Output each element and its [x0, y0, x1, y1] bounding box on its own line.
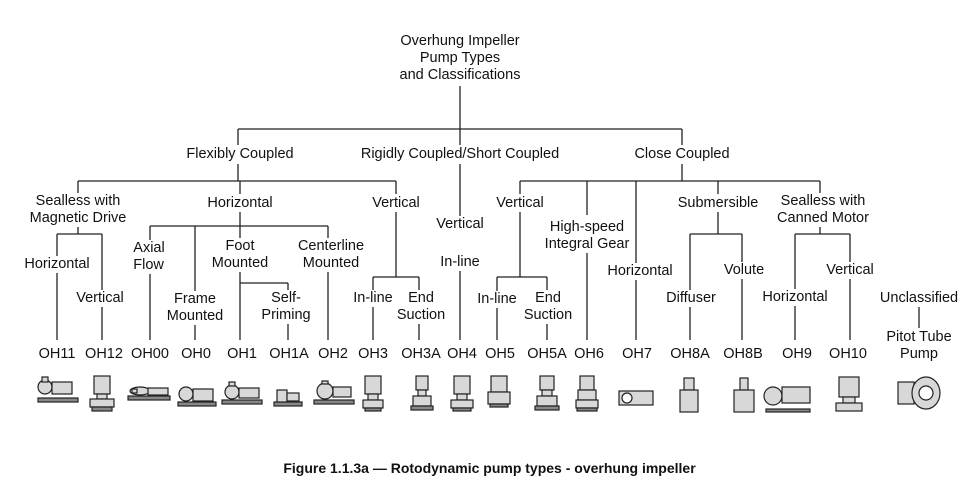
frame-mounted-line2: Mounted	[166, 308, 224, 324]
foot-mounted-line2: Mounted	[211, 255, 269, 271]
code-oh10: OH10	[829, 346, 867, 362]
leaf-foot-mounted: Foot Mounted	[210, 238, 270, 272]
subgroup-high-speed: High-speed Integral Gear	[543, 219, 631, 253]
pump-oh4-icon	[450, 375, 474, 412]
pump-oh10-icon	[835, 376, 863, 412]
code-oh11: OH11	[38, 346, 76, 362]
pump-oh0-icon	[177, 386, 217, 407]
code-oh8b: OH8B	[723, 346, 763, 362]
sealless-canned-line2: Canned Motor	[777, 210, 869, 226]
vclose-end-suction-line1: End	[535, 290, 561, 306]
leaf-mag-horizontal: Horizontal	[23, 256, 91, 273]
pump-oh6-icon	[575, 375, 599, 412]
frame-mounted-line1: Frame	[174, 291, 216, 307]
leaf-centerline-mounted: Centerline Mounted	[296, 238, 366, 272]
vertical-inline-line1: Vertical	[436, 216, 484, 232]
centerline-mounted-line1: Centerline	[297, 238, 365, 254]
leaf-axial-flow: Axial Flow	[132, 240, 166, 274]
pump-oh5-icon	[487, 375, 511, 408]
pump-oh1-icon	[221, 381, 263, 405]
pump-oh2-icon	[313, 380, 355, 405]
vflex-end-suction-line1: End	[408, 290, 434, 306]
foot-mounted-line1: Foot	[225, 238, 255, 254]
code-oh2: OH2	[318, 346, 348, 362]
code-oh00: OH00	[131, 346, 169, 362]
leaf-unclassified: Unclassified	[878, 290, 960, 307]
leaf-mag-vertical: Vertical	[75, 290, 125, 307]
code-oh5: OH5	[485, 346, 515, 362]
leaf-self-priming: Self- Priming	[260, 290, 312, 324]
root-title-line1: Overhung Impeller	[400, 33, 520, 49]
vflex-end-suction-line2: Suction	[396, 307, 446, 323]
leaf-vclose-end-suction: End Suction	[522, 290, 574, 324]
root-title: Overhung Impeller Pump Types and Classif…	[398, 33, 522, 84]
code-oh8a: OH8A	[670, 346, 710, 362]
code-oh3: OH3	[358, 346, 388, 362]
group-flexibly-coupled: Flexibly Coupled	[185, 146, 295, 163]
subgroup-horizontal: Horizontal	[206, 195, 274, 212]
leaf-volute: Volute	[722, 262, 766, 279]
leaf-close-horizontal: Horizontal	[606, 263, 674, 280]
group-close-coupled: Close Coupled	[633, 146, 731, 163]
code-oh1: OH1	[227, 346, 257, 362]
code-oh1a: OH1A	[269, 346, 309, 362]
axial-flow-line2: Flow	[133, 257, 164, 273]
figure-caption: Figure 1.1.3a — Rotodynamic pump types -…	[283, 460, 696, 476]
self-priming-line2: Priming	[261, 307, 311, 323]
pitot-tube-line1: Pitot Tube	[886, 329, 952, 345]
self-priming-line1: Self-	[271, 290, 301, 306]
pump-oh3a-icon	[410, 375, 434, 411]
centerline-mounted-line2: Mounted	[302, 255, 360, 271]
pump-oh00-icon	[127, 386, 171, 401]
pitot-tube-line2: Pump	[900, 346, 938, 362]
subgroup-vertical-close: Vertical	[495, 195, 545, 212]
pump-oh11-icon	[37, 376, 79, 403]
sealless-magnetic-line2: Magnetic Drive	[29, 210, 127, 226]
leaf-vflex-inline: In-line	[352, 290, 394, 307]
pump-oh9-icon	[763, 386, 811, 413]
subgroup-vertical-flexibly: Vertical	[371, 195, 421, 212]
high-speed-line2: Integral Gear	[544, 236, 630, 252]
pump-oh8b-icon	[733, 377, 755, 413]
sealless-canned-line1: Sealless with	[780, 193, 866, 209]
sealless-magnetic-line1: Sealless with	[35, 193, 121, 209]
high-speed-line1: High-speed	[549, 219, 625, 235]
code-oh12: OH12	[85, 346, 123, 362]
pump-oh7-icon	[618, 390, 654, 406]
pump-oh1a-icon	[273, 389, 303, 407]
group-rigidly-coupled: Rigidly Coupled/Short Coupled	[359, 146, 561, 163]
pump-pitot-tube-icon	[897, 376, 941, 410]
pump-oh3-icon	[362, 375, 384, 412]
code-oh3a: OH3A	[401, 346, 441, 362]
leaf-pitot-tube: Pitot Tube Pump	[885, 329, 953, 363]
subgroup-sealless-magnetic: Sealless with Magnetic Drive	[28, 193, 128, 227]
vertical-inline-line2: In-line	[440, 254, 480, 270]
code-oh0: OH0	[181, 346, 211, 362]
code-oh7: OH7	[622, 346, 652, 362]
leaf-canned-horizontal: Horizontal	[761, 289, 829, 306]
subgroup-vertical-inline-rigid: Vertical In-line	[435, 216, 485, 271]
code-oh6: OH6	[574, 346, 604, 362]
code-oh5a: OH5A	[527, 346, 567, 362]
vclose-end-suction-line2: Suction	[523, 307, 573, 323]
leaf-canned-vertical: Vertical	[825, 262, 875, 279]
axial-flow-line1: Axial	[133, 240, 165, 256]
pump-oh12-icon	[89, 375, 115, 412]
leaf-vflex-end-suction: End Suction	[395, 290, 447, 324]
code-oh9: OH9	[782, 346, 812, 362]
leaf-vclose-inline: In-line	[476, 291, 518, 308]
pump-oh5a-icon	[534, 375, 560, 411]
root-title-line3: and Classifications	[399, 67, 521, 83]
subgroup-sealless-canned: Sealless with Canned Motor	[776, 193, 870, 227]
code-oh4: OH4	[447, 346, 477, 362]
root-title-line2: Pump Types	[419, 50, 501, 66]
pump-oh8a-icon	[679, 377, 699, 413]
leaf-diffuser: Diffuser	[665, 290, 717, 307]
leaf-frame-mounted: Frame Mounted	[165, 291, 225, 325]
subgroup-submersible: Submersible	[676, 195, 760, 212]
